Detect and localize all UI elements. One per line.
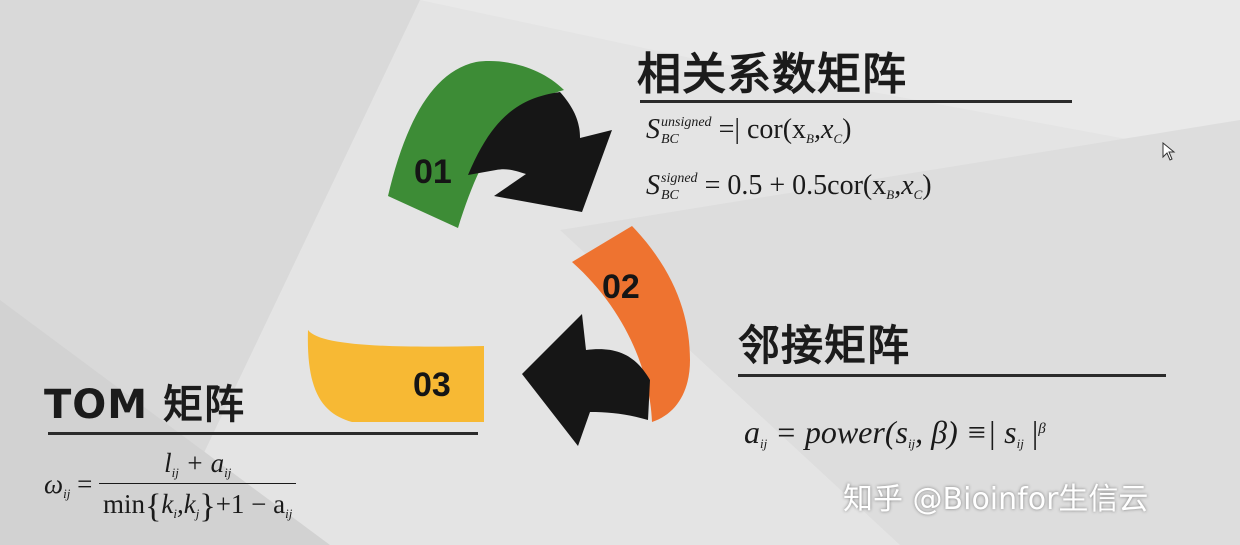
watermark: 知乎 @Bioinfor生信云 (843, 482, 1149, 517)
arrow-02-to-03 (522, 314, 650, 446)
correlation-divider (640, 100, 1072, 103)
adjacency-divider (738, 374, 1166, 377)
step-02-shape (572, 226, 690, 422)
step-02-label: 02 (602, 268, 640, 306)
tom-formula: ωij = lij + aij min{ki,kj}+1 − aij (44, 448, 297, 526)
tom-matrix-title: TOM 矩阵 (44, 382, 246, 428)
correlation-matrix-title: 相关系数矩阵 (637, 49, 907, 100)
step-03-label: 03 (413, 366, 451, 404)
adjacency-matrix-title: 邻接矩阵 (738, 321, 911, 370)
step-03-shape (307, 330, 484, 422)
step-01-label: 01 (414, 153, 452, 191)
tom-divider (48, 432, 478, 435)
step-01-shape (388, 61, 564, 228)
adjacency-formula: aij = power(sij, β) ≡| sij |β (744, 414, 1046, 451)
arrow-01-to-02 (468, 92, 612, 212)
mouse-pointer-icon (1162, 142, 1176, 161)
